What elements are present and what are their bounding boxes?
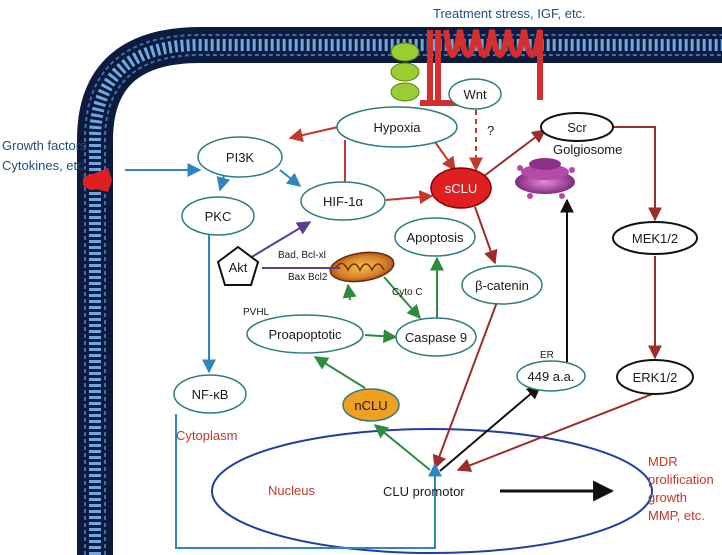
svg-text:β-catenin: β-catenin xyxy=(475,278,529,293)
node-sclu: sCLU xyxy=(430,167,492,209)
golgi-icon xyxy=(515,158,575,199)
node-erk: ERK1/2 xyxy=(616,359,694,395)
node-proapoptotic: Proapoptotic xyxy=(246,314,364,354)
node-mek: MEK1/2 xyxy=(612,221,698,255)
svg-text:Hypoxia: Hypoxia xyxy=(374,120,422,135)
node-scr: Scr xyxy=(540,112,614,142)
bad-bcl-label: Bad, Bcl-xl xyxy=(278,250,326,261)
svg-text:PI3K: PI3K xyxy=(226,150,255,165)
cytoplasm-label: Cytoplasm xyxy=(176,428,237,443)
svg-text:ERK1/2: ERK1/2 xyxy=(633,370,678,385)
node-nclu: nCLU xyxy=(342,388,400,422)
svg-text:nCLU: nCLU xyxy=(354,398,387,413)
svg-text:MEK1/2: MEK1/2 xyxy=(632,231,678,246)
node-beta-catenin: β-catenin xyxy=(461,265,543,305)
wnt-receptor xyxy=(390,42,420,102)
svg-text:Proapoptotic: Proapoptotic xyxy=(269,327,342,342)
node-nfkb: NF-κB xyxy=(173,374,247,414)
svg-text:sCLU: sCLU xyxy=(445,181,478,196)
node-pkc: PKC xyxy=(181,196,255,236)
nucleus-label: Nucleus xyxy=(268,483,315,498)
svg-text:PKC: PKC xyxy=(205,209,232,224)
er-label: ER xyxy=(540,350,554,361)
node-pi3k: PI3K xyxy=(197,136,283,178)
mitochondrion-icon xyxy=(329,251,395,283)
pvhl-label: PVHL xyxy=(243,307,270,318)
wnt-question-mark: ? xyxy=(487,123,494,138)
node-hif: HIF-1α xyxy=(300,181,386,221)
svg-text:NF-κB: NF-κB xyxy=(192,387,229,402)
svg-text:449 a.a.: 449 a.a. xyxy=(528,369,575,384)
nucleus-membrane xyxy=(211,428,653,554)
svg-text:Caspase 9: Caspase 9 xyxy=(405,330,467,345)
svg-text:Apoptosis: Apoptosis xyxy=(406,230,464,245)
clu-promotor-label: CLU promotor xyxy=(383,484,465,499)
golgiosome-label: Golgiosome xyxy=(553,142,622,157)
node-wnt: Wnt xyxy=(448,78,502,110)
cytokines-label: Cytokines, etc. xyxy=(2,158,87,173)
svg-text:HIF-1α: HIF-1α xyxy=(323,194,364,209)
bax-bcl-label: Bax Bcl2 xyxy=(288,272,328,283)
svg-text:Akt: Akt xyxy=(229,260,248,275)
node-hypoxia: Hypoxia xyxy=(336,106,458,148)
growth-factor-receptor xyxy=(83,168,112,192)
growth-factors-label: Growth factors, xyxy=(2,138,90,153)
node-caspase9: Caspase 9 xyxy=(395,317,477,357)
node-akt: Akt xyxy=(216,245,260,286)
svg-text:Scr: Scr xyxy=(567,120,587,135)
cell-membrane xyxy=(77,27,722,555)
treatment-receptor xyxy=(420,29,543,106)
cyto-c-label: Cyto C xyxy=(392,287,423,298)
svg-text:Wnt: Wnt xyxy=(463,87,487,102)
node-apoptosis: Apoptosis xyxy=(394,217,476,257)
mmp-label: MMP, etc. xyxy=(648,508,705,523)
arrows xyxy=(125,110,662,549)
prolification-label: prolification xyxy=(648,472,714,487)
growth-label: growth xyxy=(648,490,687,505)
treatment-stress-label: Treatment stress, IGF, etc. xyxy=(433,6,586,21)
mdr-label: MDR xyxy=(648,454,678,469)
node-449aa: 449 a.a. xyxy=(516,360,586,392)
